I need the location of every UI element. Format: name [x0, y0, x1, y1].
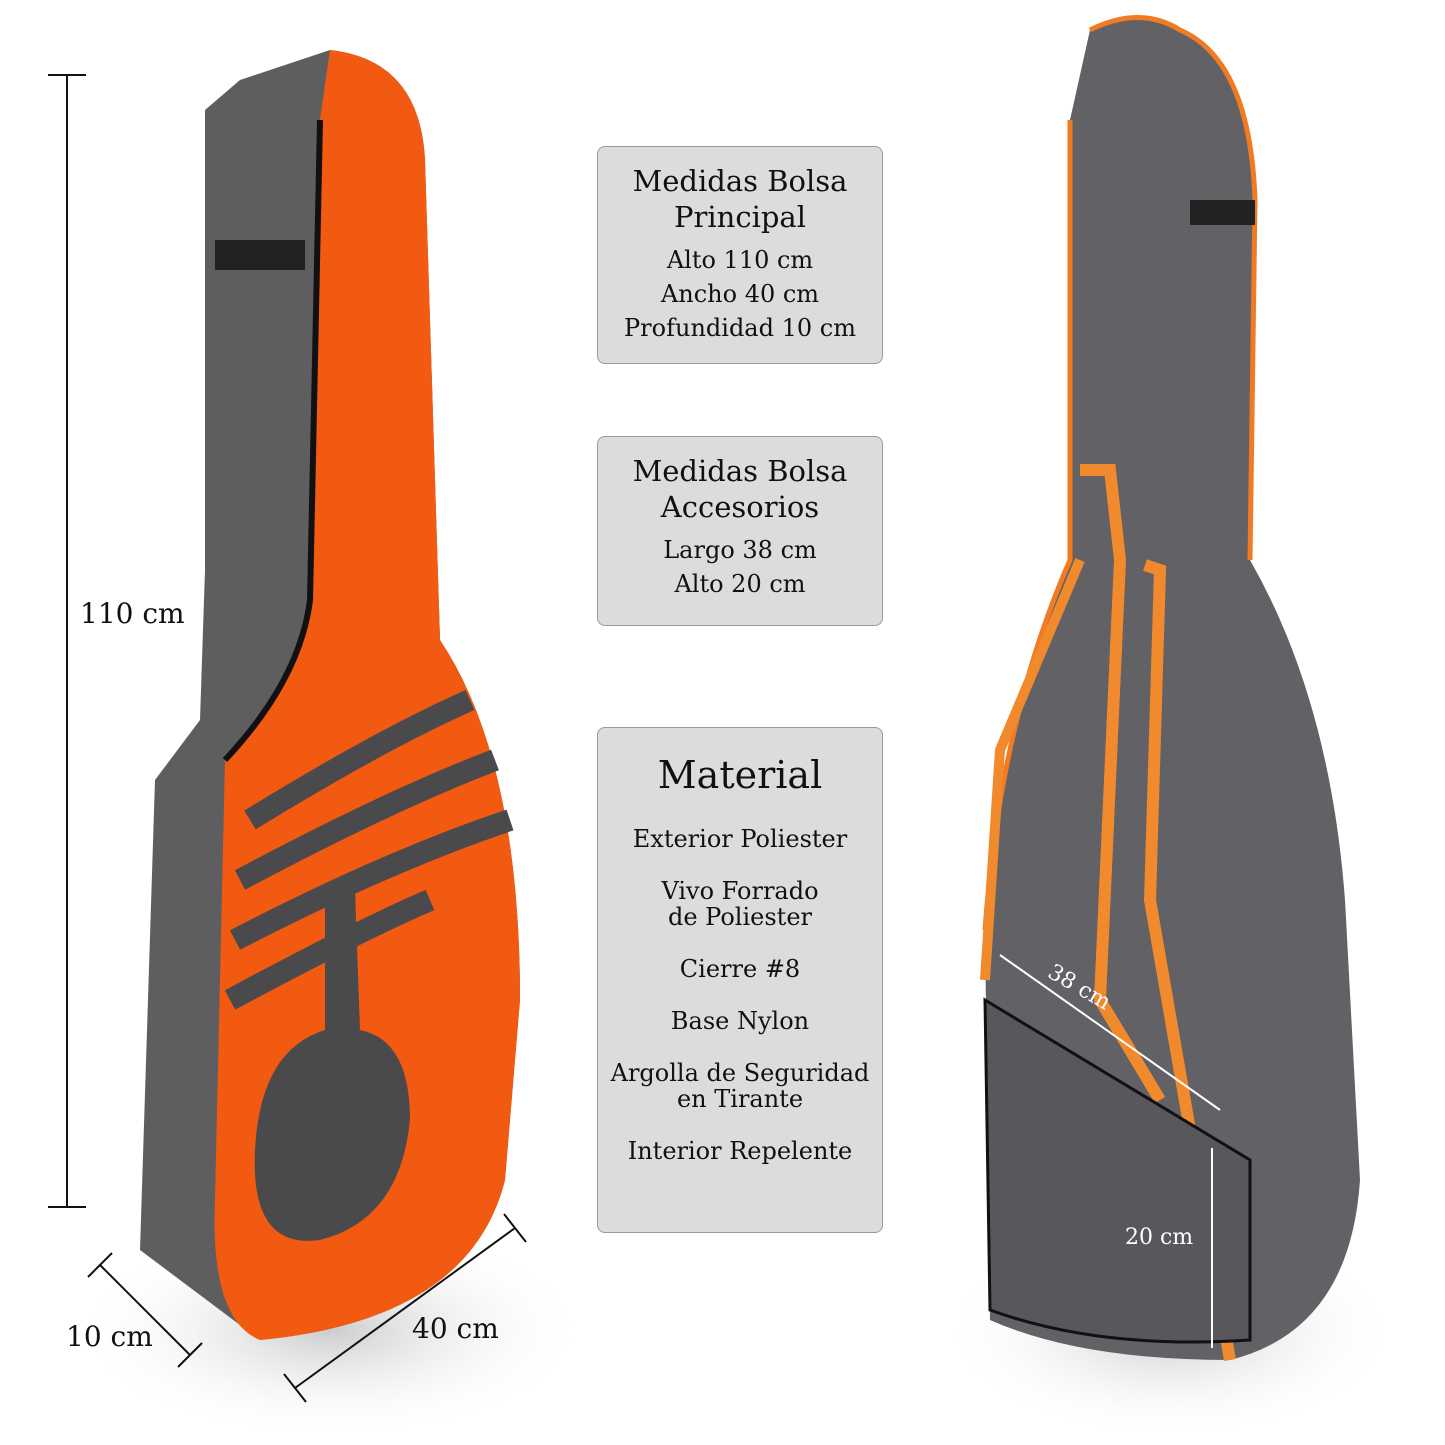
- dimension-lines: [48, 74, 527, 1403]
- material-item: Exterior Poliester: [632, 825, 848, 853]
- material-box: Material Exterior Poliester Vivo Forrado…: [597, 727, 883, 1233]
- material-item: Argolla de Seguridad: [610, 1059, 870, 1087]
- accessory-bag-dimensions-box: Medidas Bolsa Accesorios Largo 38 cm Alt…: [597, 436, 883, 626]
- back-dimension-lines: [999, 954, 1221, 1348]
- material-item: Interior Repelente: [627, 1137, 853, 1165]
- accessory-height-label: 20 cm: [1125, 1225, 1194, 1250]
- material-item: de Poliester: [667, 903, 812, 931]
- material-item: Base Nylon: [670, 1007, 810, 1035]
- spec-line: Alto 110 cm: [666, 246, 814, 274]
- front-bag-image: [140, 50, 520, 1340]
- box-title: Medidas Bolsa: [632, 454, 848, 488]
- spec-line: Ancho 40 cm: [660, 280, 820, 308]
- spec-line: Alto 20 cm: [674, 570, 806, 598]
- spec-line: Profundidad 10 cm: [624, 314, 856, 342]
- spec-line: Largo 38 cm: [663, 536, 817, 564]
- box-title: Medidas Bolsa: [632, 164, 848, 198]
- material-item: en Tirante: [676, 1085, 804, 1113]
- height-label: 110 cm: [80, 597, 185, 630]
- main-bag-dimensions-box: Medidas Bolsa Principal Alto 110 cm Anch…: [597, 146, 883, 364]
- box-title: Accesorios: [660, 490, 820, 524]
- material-item: Cierre #8: [679, 955, 801, 983]
- material-item: Vivo Forrado: [661, 877, 819, 905]
- width-label: 40 cm: [412, 1312, 499, 1345]
- back-bag-image: [980, 15, 1360, 1362]
- depth-label: 10 cm: [66, 1320, 153, 1353]
- material-title: Material: [657, 753, 823, 797]
- box-title: Principal: [674, 200, 806, 234]
